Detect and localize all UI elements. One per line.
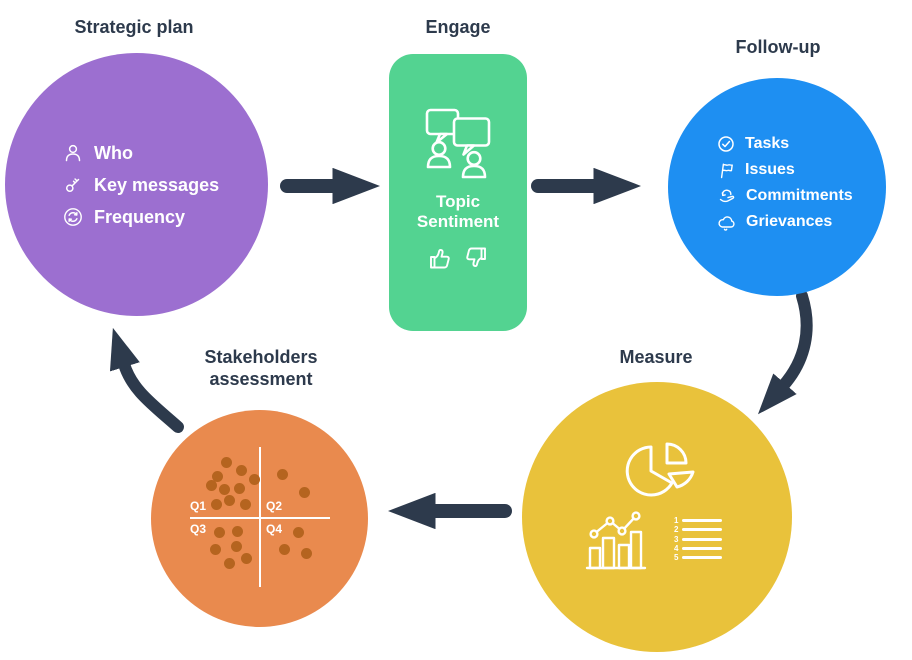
scatter-dot <box>220 456 232 468</box>
list-item: Tasks <box>717 131 853 157</box>
item-label: Grievances <box>746 213 833 230</box>
stakeholders-title: Stakeholders assessment <box>204 346 317 390</box>
handshake-icon <box>717 187 736 205</box>
quadrant-label-q3: Q3 <box>190 522 207 536</box>
scatter-dot <box>298 486 310 498</box>
numbered-list-row: 5 <box>674 553 722 562</box>
check-circle-icon <box>717 135 735 153</box>
scatter-dot <box>223 557 235 569</box>
follow-up-title: Follow-up <box>735 37 821 57</box>
strategic-plan-node: Who Key messages <box>5 53 268 316</box>
engage-title: Engage <box>425 17 491 37</box>
scatter-dot <box>235 464 247 476</box>
quadrant-label-q2: Q2 <box>266 499 283 513</box>
scatter-dot <box>292 526 304 538</box>
numbered-list-row: 1 <box>674 516 722 525</box>
scatter-dot <box>213 526 225 538</box>
engage-topic-text: Topic Sentiment <box>417 192 499 232</box>
scatter-dot <box>218 483 230 495</box>
numbered-list-row: 4 <box>674 544 722 553</box>
quadrant-label-q1: Q1 <box>190 499 207 513</box>
scatter-dot <box>230 540 242 552</box>
thumbs-down-icon <box>462 244 490 277</box>
scatter-dot <box>223 494 235 506</box>
scatter-dot <box>300 547 312 559</box>
scatter-dot <box>210 498 222 510</box>
engage-topic-line2: Sentiment <box>416 212 500 231</box>
strategic-plan-list: Who Key messages <box>62 137 219 233</box>
item-label: Issues <box>745 161 795 178</box>
item-label: Key messages <box>94 174 220 195</box>
item-label: Commitments <box>746 187 853 204</box>
list-item: Key messages <box>62 169 219 201</box>
follow-up-list: Tasks Issues <box>717 131 853 235</box>
chat-people-icon <box>425 108 491 184</box>
scatter-dot <box>233 482 245 494</box>
scatter-dot <box>248 473 260 485</box>
item-label: Tasks <box>745 135 790 152</box>
scatter-dot <box>276 468 288 480</box>
scatter-dot <box>240 552 252 564</box>
scatter-dot <box>211 470 223 482</box>
pie-chart-icon <box>623 441 701 506</box>
numbered-list-row: 3 <box>674 535 722 544</box>
list-item: Issues <box>717 157 853 183</box>
thumbs-up-icon <box>426 244 454 277</box>
quadrant-horizontal-axis <box>190 517 330 519</box>
stakeholders-title-line1: Stakeholders <box>204 347 318 367</box>
scatter-dot <box>209 543 221 555</box>
key-icon <box>62 174 84 196</box>
refresh-icon <box>62 206 84 228</box>
arrow-followup-to-measure <box>757 290 813 415</box>
engage-node: Topic Sentiment <box>389 54 527 331</box>
arrow-stakeholders-to-strategic <box>109 327 184 433</box>
scatter-dot <box>278 543 290 555</box>
bar-line-chart-icon <box>584 509 648 576</box>
sentiment-thumbs <box>426 244 490 277</box>
item-label: Who <box>94 142 133 163</box>
follow-up-node: Tasks Issues <box>668 78 886 296</box>
person-icon <box>62 142 84 164</box>
strategic-plan-title: Strategic plan <box>74 17 194 37</box>
measure-title: Measure <box>619 347 693 367</box>
list-item: Who <box>62 137 219 169</box>
stakeholders-node: Q1 Q2 Q3 Q4 <box>151 410 368 627</box>
stakeholders-title-line2: assessment <box>209 369 313 389</box>
flag-icon <box>717 161 735 179</box>
scatter-dot <box>231 525 243 537</box>
quadrant-chart: Q1 Q2 Q3 Q4 <box>170 440 348 588</box>
numbered-list-row: 2 <box>674 525 722 534</box>
list-item: Frequency <box>62 201 219 233</box>
scatter-dot <box>239 498 251 510</box>
cloud-icon <box>717 214 736 231</box>
list-item: Commitments <box>717 183 853 209</box>
list-item: Grievances <box>717 209 853 235</box>
engage-topic-line1: Topic <box>435 192 481 211</box>
scatter-dot <box>205 479 217 491</box>
item-label: Frequency <box>94 206 186 227</box>
quadrant-label-q4: Q4 <box>266 522 283 536</box>
